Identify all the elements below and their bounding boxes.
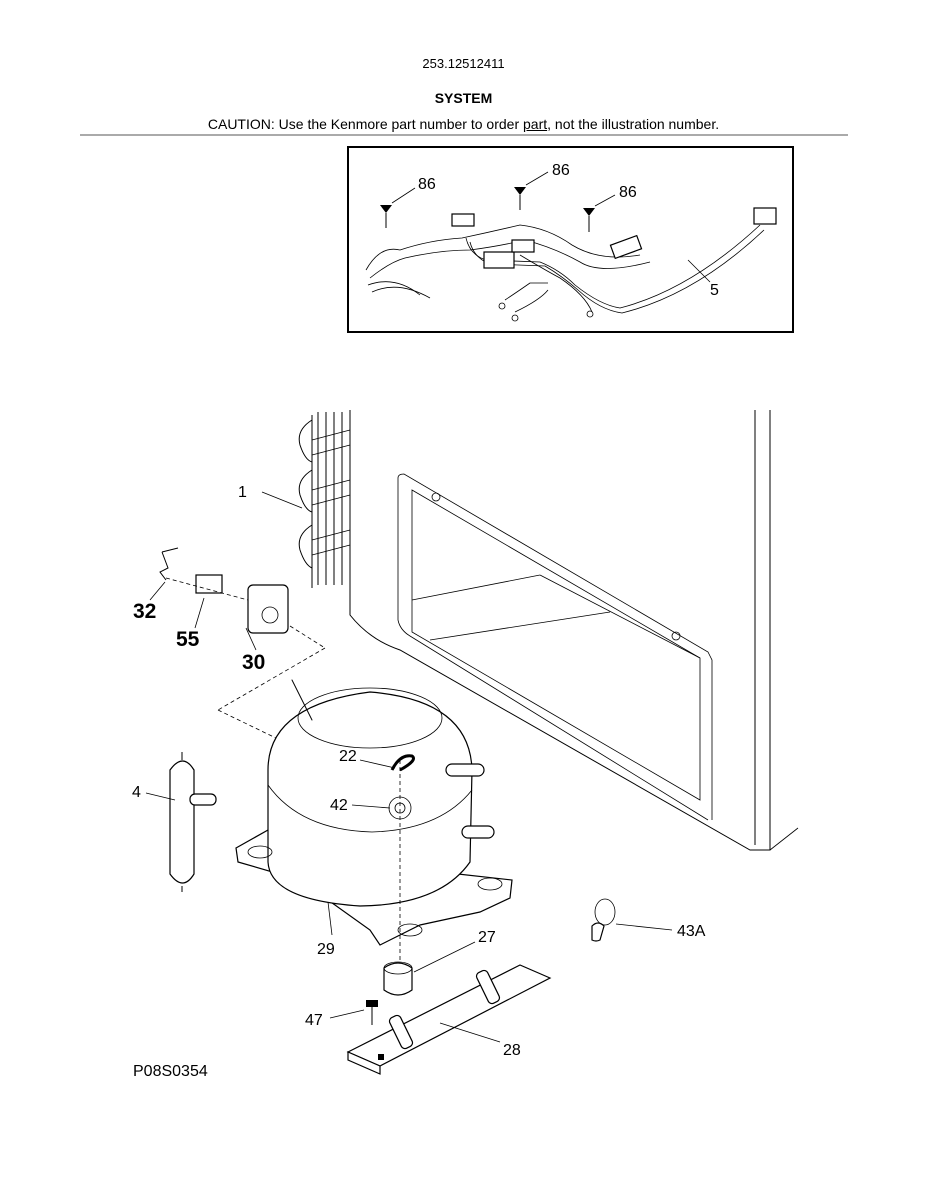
condenser-coil	[298, 412, 351, 588]
model-number: 253.12512411	[422, 56, 505, 71]
grommet	[383, 961, 413, 996]
drier	[169, 752, 217, 892]
harness-relay-block	[483, 251, 515, 269]
screw-icon	[514, 187, 526, 210]
inset-frame	[347, 146, 794, 333]
overload-cover	[159, 547, 179, 581]
callout-47: 47	[305, 1012, 323, 1029]
page-title: SYSTEM	[434, 90, 493, 106]
callout-55: 55	[176, 628, 200, 651]
callout-86-c: 86	[619, 184, 637, 201]
figure-id: P08S0354	[133, 1063, 208, 1080]
callout-1: 1	[238, 484, 247, 501]
harness-connector-a	[451, 213, 475, 227]
caution-prefix: CAUTION: Use the Kenmore part number to …	[207, 116, 523, 132]
harness-connector-b	[511, 239, 535, 253]
caution-note: CAUTION: Use the Kenmore part number to …	[0, 116, 927, 132]
compressor	[235, 679, 513, 960]
callout-27: 27	[478, 929, 496, 946]
harness-plug	[753, 207, 777, 225]
overload-protector	[195, 574, 223, 594]
callout-43a: 43A	[677, 923, 706, 940]
cabinet-drawing	[349, 410, 799, 851]
screw-icon	[366, 1000, 378, 1025]
callout-30: 30	[242, 651, 265, 674]
screw-icon	[583, 208, 595, 232]
callout-32: 32	[133, 600, 156, 623]
harness-connector-c	[609, 234, 643, 260]
clamp	[591, 898, 616, 942]
caution-suffix: , not the illustration number.	[547, 116, 720, 132]
callout-86-a: 86	[418, 176, 436, 193]
callout-4: 4	[132, 784, 141, 801]
wire-harness-drawing	[365, 207, 777, 322]
harness-inset: 86 86 86 5	[347, 146, 794, 333]
start-relay	[247, 584, 289, 634]
callout-22: 22	[339, 748, 357, 765]
callout-42: 42	[330, 797, 348, 814]
callout-86-b: 86	[552, 162, 570, 179]
caution-link-word: part	[523, 116, 548, 132]
callout-5: 5	[710, 282, 719, 299]
callout-29: 29	[317, 941, 335, 958]
screw-icon	[380, 205, 392, 228]
base-rail	[346, 964, 552, 1075]
callout-28: 28	[503, 1042, 521, 1059]
